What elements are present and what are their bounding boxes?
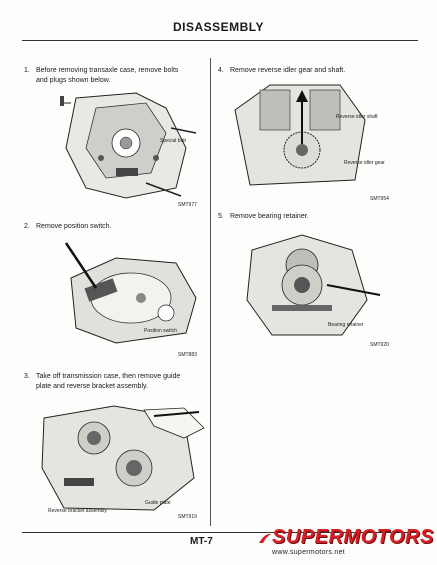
figure-code: SMT954 — [370, 196, 389, 202]
page-title: DISASSEMBLY — [172, 20, 265, 34]
figure-reverse-idler — [230, 80, 370, 190]
step-line: Remove reverse idler gear and shaft. — [230, 67, 346, 74]
step-number: 5. — [218, 213, 224, 220]
page-number: MT-7 — [190, 536, 213, 547]
callout-position-switch: Position switch — [144, 328, 178, 334]
callout-reverse-idler-gear: Reverse idler gear — [344, 160, 385, 166]
watermark-brand: SUPERMOTORS — [272, 526, 434, 548]
swoosh-icon — [259, 533, 271, 543]
callout-guide-plate: Guide plate — [145, 500, 171, 506]
callout-special-bolt: Special bolt — [160, 138, 186, 144]
footer-rule — [22, 532, 418, 533]
figure-position-switch — [56, 238, 206, 348]
step-5-text: 5. Remove bearing retainer. — [218, 212, 418, 222]
step-line: Remove position switch. — [36, 223, 112, 230]
step-number: 1. — [24, 67, 30, 74]
step-number: 3. — [24, 373, 30, 380]
step-line: Remove bearing retainer. — [230, 213, 309, 220]
figure-code: SMT977 — [178, 202, 197, 208]
column-divider — [210, 58, 211, 526]
step-4-text: 4. Remove reverse idler gear and shaft. — [218, 66, 418, 76]
step-1-text: 1. Before removing transaxle case, remove… — [24, 66, 206, 86]
figure-transaxle-case — [56, 88, 206, 203]
figure-code: SMT919 — [178, 514, 197, 520]
figure-code: SMT920 — [370, 342, 389, 348]
step-number: 2. — [24, 223, 30, 230]
figure-code: SMT883 — [178, 352, 197, 358]
step-number: 4. — [218, 67, 224, 74]
step-line: Take off transmission case, then remove … — [36, 373, 181, 380]
figure-bearing-retainer — [232, 230, 382, 340]
step-line: and plugs shown below. — [36, 77, 111, 84]
callout-bearing-retainer: Bearing retainer — [328, 322, 364, 328]
callout-reverse-bracket: Reverse bracket assembly — [48, 508, 107, 514]
title-rule — [22, 40, 418, 41]
step-2-text: 2. Remove position switch. — [24, 222, 206, 232]
callout-reverse-idler-shaft: Reverse idler shaft — [336, 114, 378, 120]
step-line: Before removing transaxle case, remove b… — [36, 67, 179, 74]
watermark-logo: SUPERMOTORS www.supermotors.net — [258, 526, 434, 560]
step-line: plate and reverse bracket assembly. — [36, 383, 148, 390]
watermark-url: www.supermotors.net — [272, 549, 346, 556]
figure-guide-plate — [34, 398, 206, 516]
step-3-text: 3. Take off transmission case, then remov… — [24, 372, 206, 392]
